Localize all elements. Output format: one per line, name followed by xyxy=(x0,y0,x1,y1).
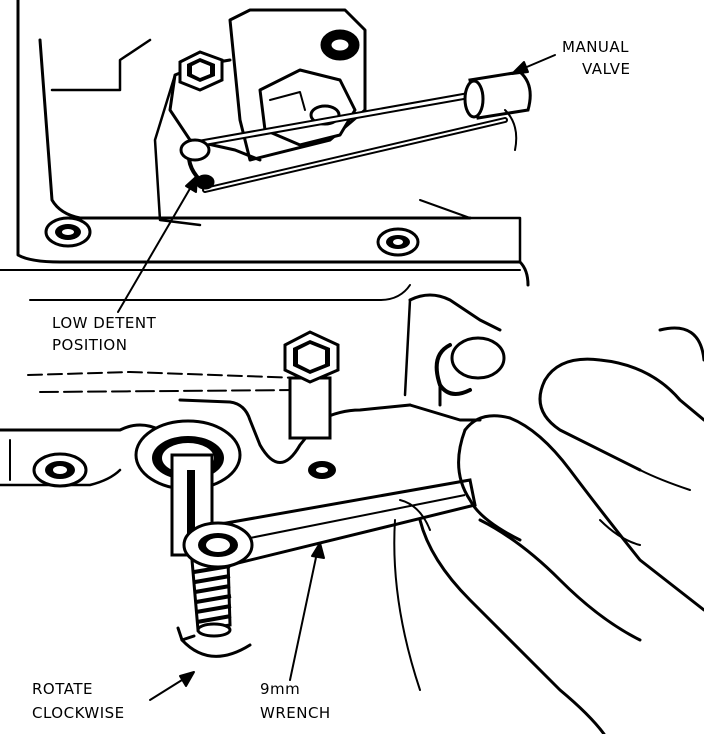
arrowhead-rotate xyxy=(179,671,195,687)
label-manual-valve-line2: VALVE xyxy=(582,60,631,78)
leader-low-detent xyxy=(117,179,196,313)
callout-manual-valve: MANUAL VALVE xyxy=(562,38,631,78)
wrench xyxy=(182,478,477,569)
arrowhead-manual-valve xyxy=(511,61,529,75)
callout-rotate: ROTATE CLOCKWISE xyxy=(32,680,125,722)
manual-valve-linkage xyxy=(179,86,508,193)
retaining-clip xyxy=(434,336,506,407)
label-rotate-line2: CLOCKWISE xyxy=(32,704,125,722)
arrowhead-low-detent xyxy=(185,175,198,193)
callout-wrench: 9mm WRENCH xyxy=(260,680,331,722)
lower-housing xyxy=(0,293,502,487)
label-low-detent-line2: POSITION xyxy=(52,336,127,354)
rotation-arrow xyxy=(176,626,252,658)
leader-lines xyxy=(117,54,556,701)
leader-wrench xyxy=(289,547,319,681)
center-hex-bolt xyxy=(283,330,340,440)
manual-valve xyxy=(463,70,532,151)
label-low-detent-line1: LOW DETENT xyxy=(52,314,157,332)
label-manual-valve-line1: MANUAL xyxy=(562,38,629,56)
upper-bolt-hole-right xyxy=(376,227,420,257)
arrowhead-wrench xyxy=(311,542,325,559)
label-wrench-line1: 9mm xyxy=(260,680,300,698)
hand xyxy=(393,326,704,734)
label-rotate-line1: ROTATE xyxy=(32,680,93,698)
lower-bolt-hole-left xyxy=(32,452,88,488)
upper-hex-bolt xyxy=(178,50,224,92)
label-wrench-line2: WRENCH xyxy=(260,704,331,722)
callout-low-detent: LOW DETENT POSITION xyxy=(52,314,157,354)
lower-bolt-hole-right xyxy=(308,461,336,479)
upper-bolt-hole-left xyxy=(44,216,92,248)
upper-housing xyxy=(0,0,530,301)
